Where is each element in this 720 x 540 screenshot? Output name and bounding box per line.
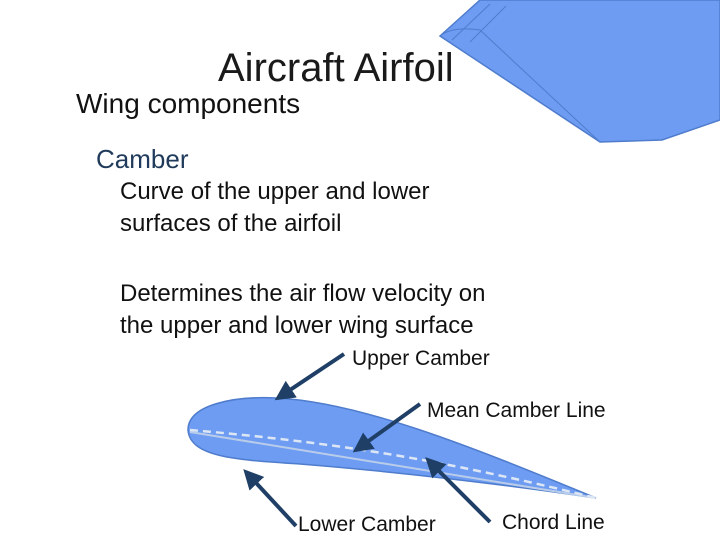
annotation-arrows [243,352,492,528]
chord-line-arrow [425,457,492,524]
heading-wing-components: Wing components [76,88,301,119]
lower-camber-arrow [243,469,298,528]
wing-panel-graphic [438,0,720,143]
mean-camber-arrow [352,402,422,453]
airfoil-graphic [187,396,597,500]
label-lower-camber: Lower Camber [298,513,436,536]
slide-title: Aircraft Airfoil [218,46,454,90]
mean-camber-line [189,428,597,500]
upper-camber-arrow [274,352,346,401]
label-mean-camber-line: Mean Camber Line [427,399,606,422]
label-upper-camber: Upper Camber [352,347,490,370]
label-chord-line: Chord Line [502,511,605,534]
chord-line [189,431,597,499]
subheading-camber: Camber [96,144,189,174]
